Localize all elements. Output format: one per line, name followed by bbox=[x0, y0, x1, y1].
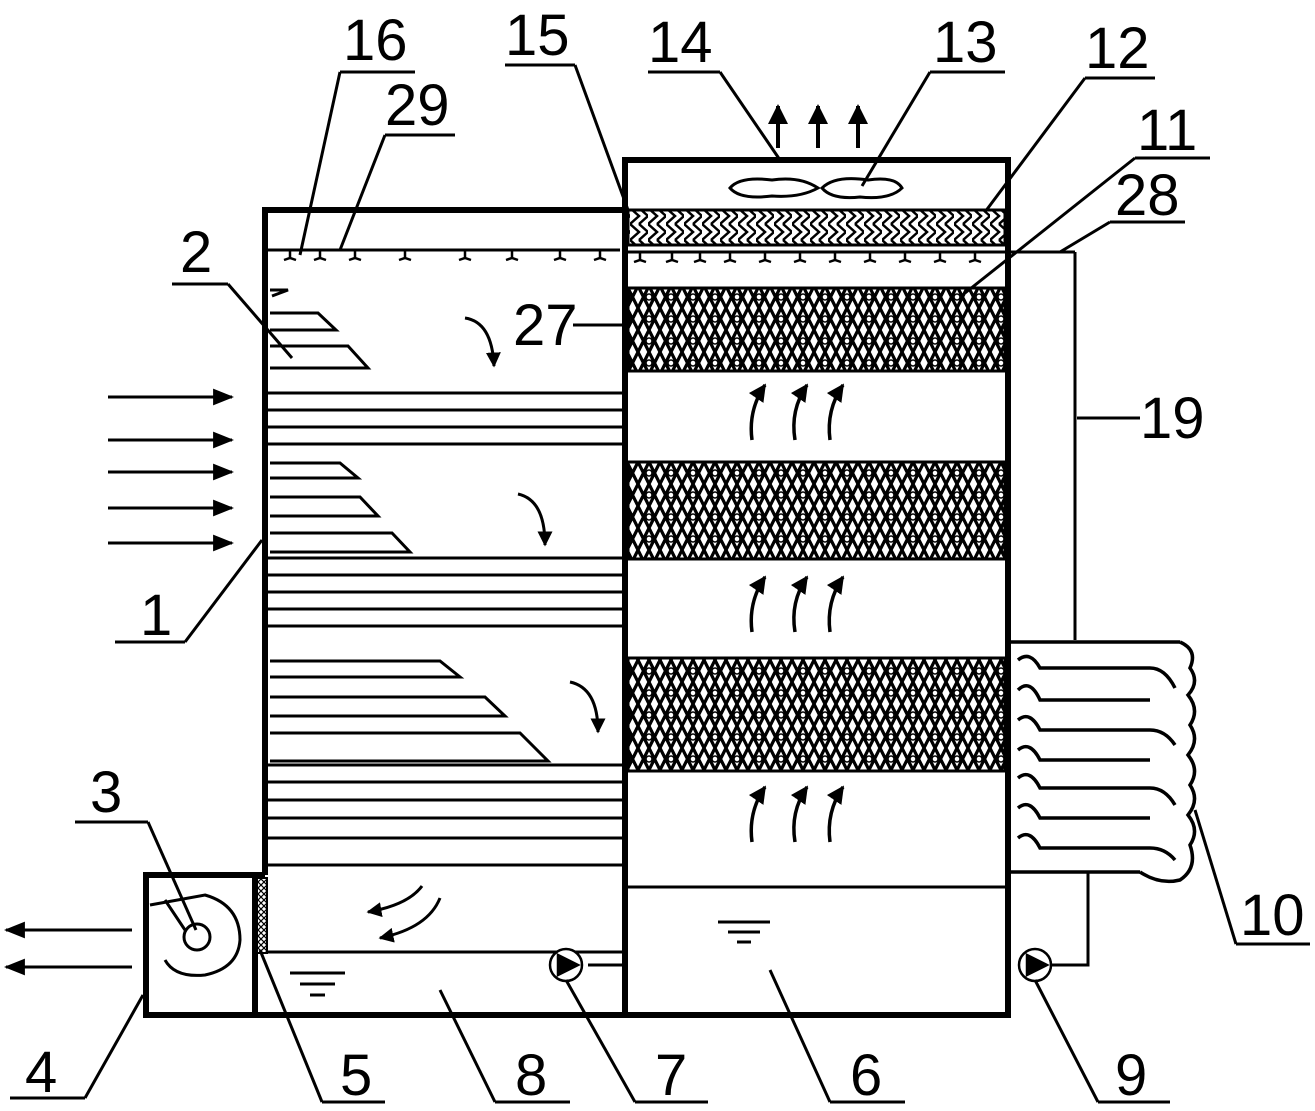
drift-eliminator bbox=[626, 208, 1007, 247]
label-11: 11 bbox=[1137, 98, 1197, 163]
rising-air-arrows bbox=[748, 383, 845, 843]
left-water-level bbox=[290, 971, 345, 997]
fill-pack-2 bbox=[626, 460, 1007, 561]
fan-3-volute bbox=[149, 893, 242, 977]
right-spray-nozzles bbox=[633, 252, 982, 264]
filter-5 bbox=[256, 877, 268, 954]
label-8: 8 bbox=[515, 1043, 547, 1108]
label-5: 5 bbox=[340, 1043, 372, 1108]
label-16: 16 bbox=[343, 8, 408, 73]
exhaust-fan-unit bbox=[149, 877, 268, 977]
intake-arrows bbox=[108, 388, 235, 552]
label-12: 12 bbox=[1085, 16, 1150, 81]
fan-3-hub bbox=[182, 922, 212, 952]
outlet-arrows bbox=[3, 921, 132, 976]
label-15: 15 bbox=[505, 3, 570, 68]
label-29: 29 bbox=[385, 73, 450, 138]
right-water-level bbox=[718, 920, 770, 944]
label-2: 2 bbox=[180, 220, 212, 285]
fill-pack-3 bbox=[626, 656, 1007, 773]
label-7: 7 bbox=[655, 1043, 687, 1108]
left-fill-plates bbox=[265, 248, 622, 954]
leader-lines bbox=[10, 63, 1310, 1104]
label-14: 14 bbox=[648, 10, 713, 75]
label-28: 28 bbox=[1115, 163, 1180, 228]
label-3: 3 bbox=[90, 760, 122, 825]
label-13: 13 bbox=[933, 10, 998, 75]
left-spray-nozzles bbox=[283, 250, 607, 262]
top-fan bbox=[728, 177, 904, 200]
label-4: 4 bbox=[25, 1040, 57, 1105]
part-labels: 16 29 15 14 13 12 11 28 2 27 19 1 10 3 4… bbox=[25, 3, 1305, 1108]
label-9: 9 bbox=[1115, 1043, 1147, 1108]
left-tower-wall bbox=[143, 157, 1011, 1018]
exhaust-arrows bbox=[768, 104, 868, 148]
label-10: 10 bbox=[1240, 883, 1305, 948]
label-27: 27 bbox=[513, 293, 578, 358]
heat-exchanger-coil bbox=[1010, 640, 1197, 884]
right-internals bbox=[588, 250, 1090, 967]
pumps bbox=[548, 947, 1053, 983]
left-flow-arrows bbox=[366, 316, 606, 943]
label-1: 1 bbox=[140, 583, 172, 648]
label-19: 19 bbox=[1140, 386, 1205, 451]
fill-pack-1 bbox=[626, 286, 1007, 373]
label-6: 6 bbox=[850, 1043, 882, 1108]
right-fill-packs bbox=[626, 208, 1007, 773]
pump-pipe-9 bbox=[1052, 872, 1090, 967]
tower-structure bbox=[143, 157, 1011, 1018]
